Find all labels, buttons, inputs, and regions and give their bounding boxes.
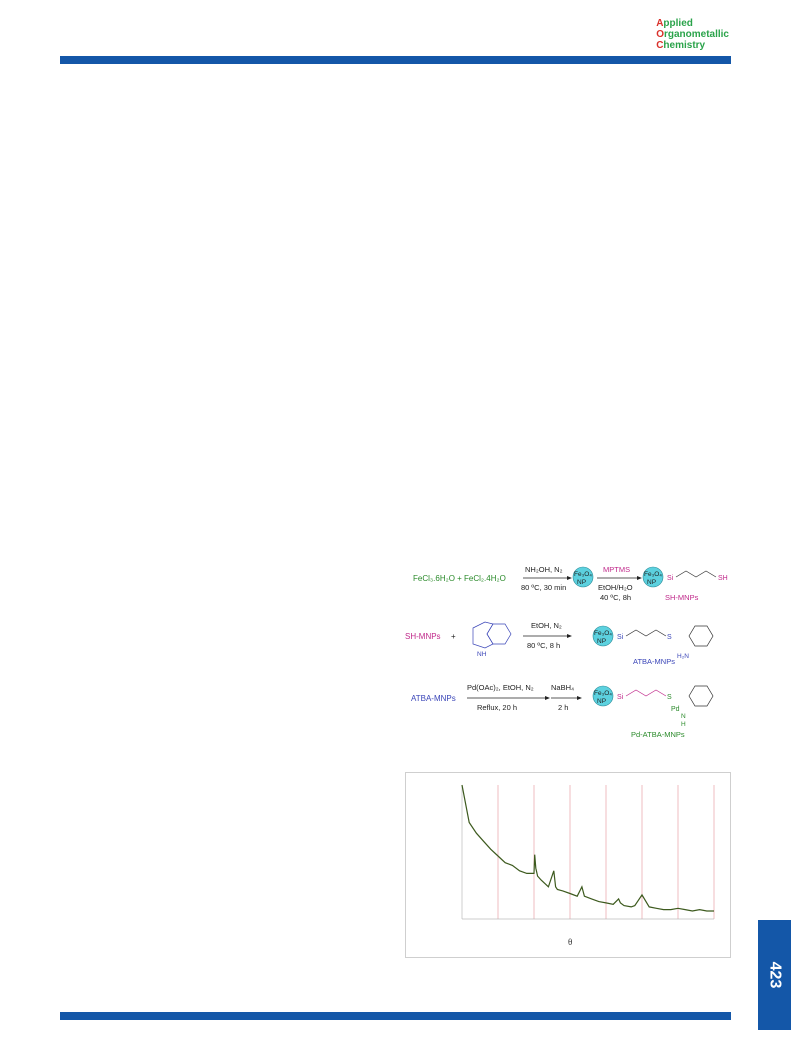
grid-layer	[497, 785, 715, 919]
row2-amine: H₂N	[677, 653, 689, 660]
xrd-chart: θ	[461, 784, 715, 947]
row2-si: Si	[617, 634, 624, 641]
row1-step1-top: NH₂OH, N₂	[525, 565, 563, 574]
row1-si: Si	[667, 575, 674, 582]
row1-product-label: SH-MNPs	[665, 593, 699, 602]
header-rule	[60, 56, 731, 64]
row2-plus: +	[451, 632, 456, 641]
row3-reactant: ATBA-MNPs	[411, 694, 456, 703]
row3-step1-bottom: Reflux, 20 h	[477, 703, 517, 712]
journal-logo: Applied Organometallic Chemistry	[656, 18, 729, 51]
row3-step2-top: NaBH₄	[551, 683, 574, 692]
row1-step2-top: MPTMS	[603, 565, 630, 574]
logo-line-2: Organometallic	[656, 29, 729, 40]
row3-np-top: Fe₃O₄	[594, 690, 612, 697]
row1-np1-bottom: NP	[577, 579, 586, 586]
footer-rule	[60, 1012, 731, 1020]
scheme-svg: FeCl₃.6H₂O + FeCl₂.4H₂O NH₂OH, N₂ 80 ºC,…	[405, 565, 728, 739]
row2-product-label: ATBA-MNPs	[633, 657, 675, 666]
row3-step1-top: Pd(OAc)₂, EtOH, N₂	[467, 683, 534, 692]
row1-step2-bottom1: EtOH/H₂O	[598, 583, 633, 592]
row3-h: H	[681, 721, 686, 728]
row1-np1-top: Fe₃O₄	[574, 571, 592, 578]
logo-line-1: Applied	[656, 18, 693, 29]
x-axis-label: θ	[568, 937, 572, 947]
row2-np-top: Fe₃O₄	[594, 630, 612, 637]
row3-np-bottom: NP	[597, 698, 606, 705]
row3-product-label: Pd-ATBA-MNPs	[631, 730, 685, 739]
row1-np2-top: Fe₃O₄	[644, 571, 662, 578]
row1-sh: SH	[718, 575, 728, 582]
page-number-tab: 423	[758, 920, 791, 1030]
row1-reactants: FeCl₃.6H₂O + FeCl₂.4H₂O	[413, 574, 506, 583]
row2-nh: NH	[477, 651, 487, 658]
row2-step-top: EtOH, N₂	[531, 621, 562, 630]
series-line	[461, 784, 714, 912]
logo-line-3: Chemistry	[656, 40, 706, 51]
row3-s: S	[667, 694, 672, 701]
row2-s: S	[667, 634, 672, 641]
row1-step1-bottom: 80 ºC, 30 min	[521, 583, 566, 592]
row1-np2-bottom: NP	[647, 579, 656, 586]
row3-n: N	[681, 713, 686, 720]
page-number: 423	[766, 961, 784, 989]
row3-si: Si	[617, 694, 624, 701]
row1-step2-bottom2: 40 ºC, 8h	[600, 593, 631, 602]
row2-np-bottom: NP	[597, 638, 606, 645]
row3-step2-bottom: 2 h	[558, 703, 568, 712]
row3-pd: Pd	[671, 706, 680, 713]
synthesis-scheme: FeCl₃.6H₂O + FeCl₂.4H₂O NH₂OH, N₂ 80 ºC,…	[405, 560, 735, 740]
xrd-figure: θ	[405, 772, 731, 958]
row2-step-bottom: 80 ºC, 8 h	[527, 641, 560, 650]
row2-reactant: SH-MNPs	[405, 632, 441, 641]
